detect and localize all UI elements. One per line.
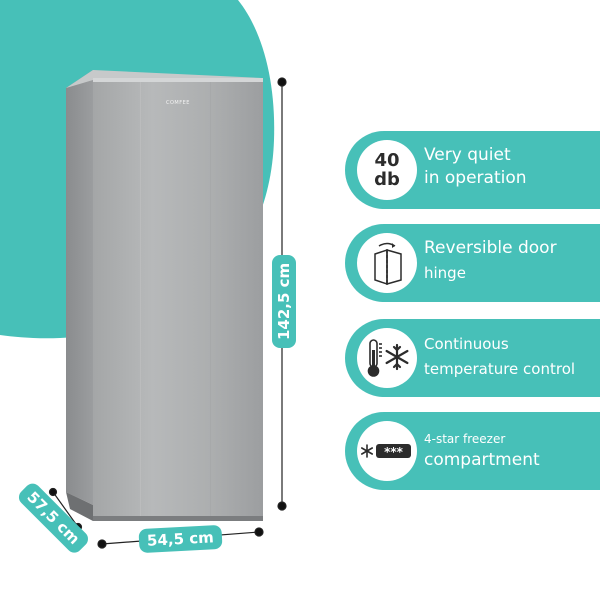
feature-subtitle: temperature control — [424, 360, 576, 378]
feature-reversible-door: Reversible door hinge — [345, 224, 600, 302]
noise-level-icon: 40 db — [357, 140, 417, 200]
reversible-door-icon — [357, 233, 417, 293]
feature-subtitle: hinge — [424, 264, 466, 282]
feature-temperature-control: Continuous temperature control — [345, 319, 600, 397]
feature-subtitle: in operation — [424, 168, 527, 188]
thermometer-snowflake-icon — [357, 328, 417, 388]
feature-title: Reversible door — [424, 238, 557, 258]
feature-quiet-operation: 40 db Very quiet in operation — [345, 131, 600, 209]
feature-subtitle: compartment — [424, 450, 540, 470]
noise-level-value: 40 — [374, 150, 400, 171]
height-dimension-label: 142,5 cm — [272, 254, 296, 348]
four-star-freezer-icon: *** — [357, 421, 417, 481]
width-dimension-label: 54,5 cm — [138, 524, 223, 554]
feature-title: 4-star freezer — [424, 432, 506, 446]
feature-title: Continuous — [424, 335, 509, 353]
svg-text:***: *** — [384, 445, 404, 459]
noise-level-unit: db — [374, 169, 400, 190]
brand-logo: COMFEE — [166, 100, 190, 106]
feature-four-star-freezer: *** 4-star freezer compartment — [345, 412, 600, 490]
feature-title: Very quiet — [424, 145, 511, 165]
